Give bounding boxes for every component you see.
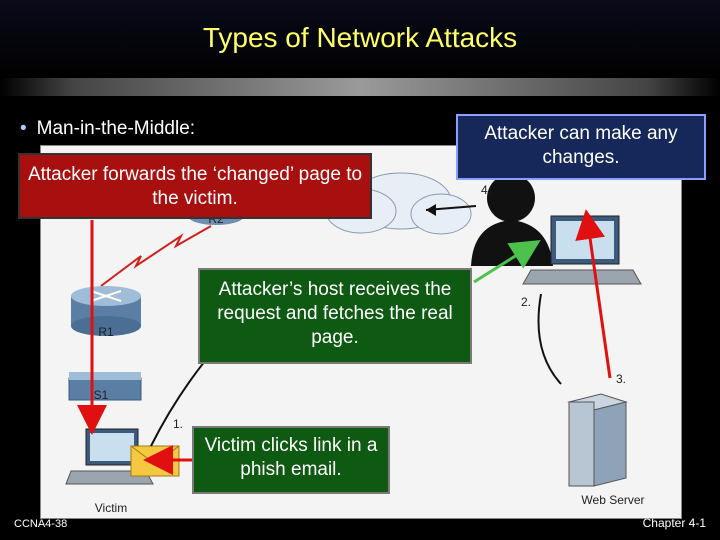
step-1-label: 1. [173,417,183,431]
title-band [0,0,720,80]
victim-label: Victim [95,501,127,515]
callout-host-receives: Attacker’s host receives the request and… [198,268,472,364]
footer-slide-code: CCNA4-38 [14,518,68,530]
footer-chapter: Chapter 4-1 [642,516,706,530]
web-server-label: Web Server [581,493,644,507]
callout-victim-clicks: Victim clicks link in a phish email. [192,426,390,494]
step-4-label: 4. [481,183,491,197]
cloud-icon [325,172,472,235]
web-server-icon [567,393,628,487]
switch-s1-icon: S1 [68,372,142,402]
wan-link-icon [100,225,212,287]
bullet-text: Man-in-the-Middle: [36,118,196,139]
flow-arrow-2 [537,293,562,385]
step-3-label: 3. [616,372,626,386]
router-r1-icon: R1 [71,286,141,339]
bullet-item: • Man-in-the-Middle: [20,118,195,140]
router-r1-label: R1 [98,325,114,339]
email-icon [130,445,180,477]
bullet-icon: • [20,118,27,139]
switch-s1-label: S1 [94,388,109,402]
callout-attacker-forwards: Attacker forwards the ‘changed’ page to … [18,153,372,219]
title-divider [0,78,720,96]
slide-title: Types of Network Attacks [202,22,518,53]
victim-laptop-icon [65,428,154,485]
step-2-label: 2. [521,295,531,309]
callout-attacker-changes: Attacker can make any changes. [456,114,706,180]
